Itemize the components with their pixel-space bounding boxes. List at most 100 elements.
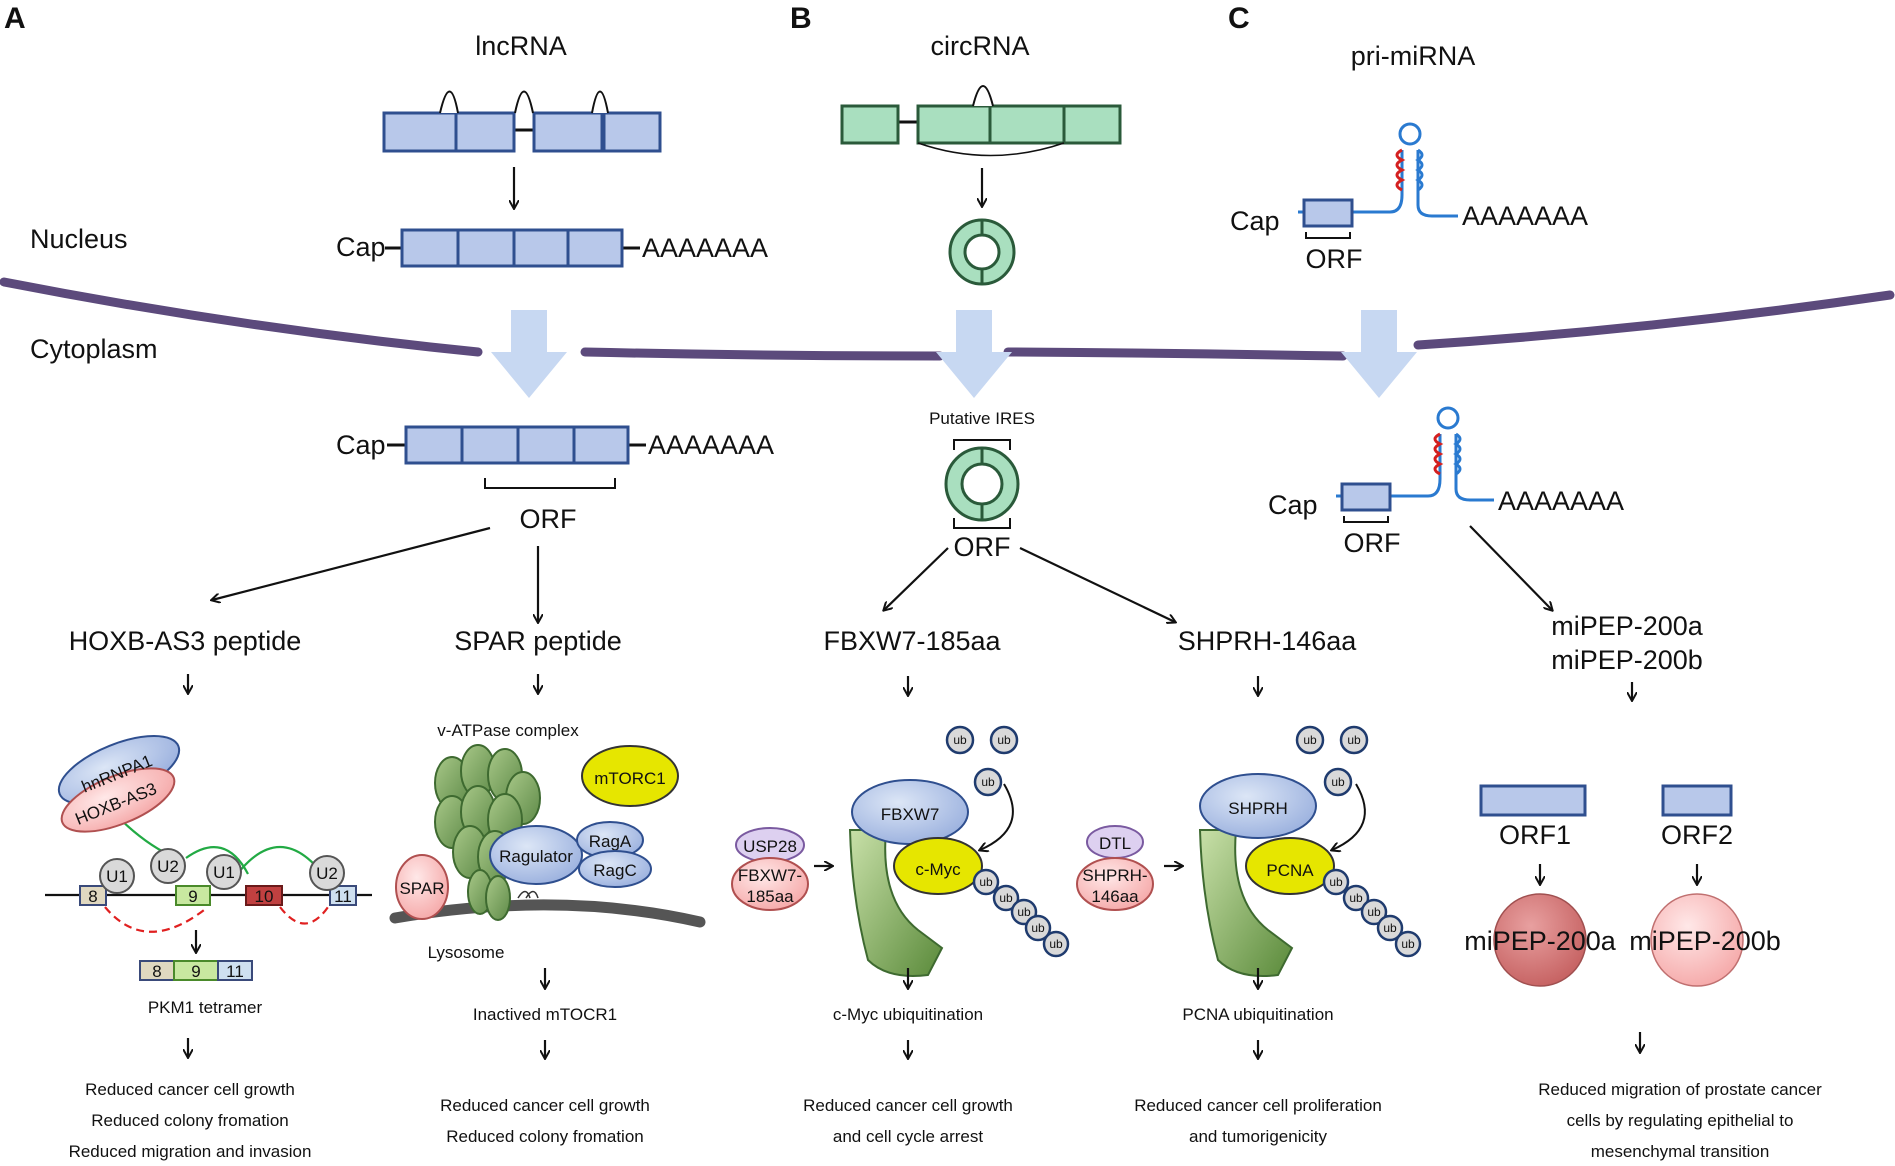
outcome-b1-line1: Reduced cancer cell growth — [803, 1096, 1013, 1115]
pcna-label: PCNA — [1266, 861, 1314, 880]
orf1-box — [1479, 784, 1587, 817]
ub-text: ub — [1383, 921, 1397, 935]
outcome-c-line2: cells by regulating epithelial to — [1567, 1111, 1794, 1130]
mipep-200b-label: miPEP-200b — [1551, 645, 1703, 675]
ub-transfer-arrow-2 — [1332, 783, 1366, 850]
ub-text: ub — [979, 875, 993, 889]
ub-text: ub — [999, 891, 1013, 905]
cap-label-a2: Cap — [336, 430, 386, 460]
outcome-c-line1: Reduced migration of prostate cancer — [1538, 1080, 1822, 1099]
arrow-to-hoxb — [212, 526, 491, 600]
hoxb-as3-blob — [60, 767, 176, 833]
exon-11-label: 11 — [334, 887, 352, 906]
arrow-to-mipep — [1469, 525, 1552, 610]
u1-label-2: U1 — [213, 863, 235, 882]
orf1-label: ORF1 — [1499, 820, 1571, 850]
ragulator-anchor — [517, 890, 539, 899]
cmyc-blob — [893, 837, 983, 895]
ub-text: ub — [1303, 733, 1317, 747]
orf-label-b: ORF — [954, 532, 1011, 562]
mtorc1-label: mTORC1 — [594, 769, 665, 788]
ragulator-label: Ragulator — [499, 847, 573, 866]
arrow-to-fbxw7 — [884, 547, 949, 610]
dtl-label: DTL — [1099, 834, 1131, 853]
outcome-c-line3: mesenchymal transition — [1591, 1142, 1770, 1161]
pkm1-exon-8: 8 — [152, 962, 161, 981]
ub-text: ub — [1031, 921, 1045, 935]
u2-label-1: U2 — [157, 857, 179, 876]
exon-8-label: 8 — [88, 887, 97, 906]
mipep-200a-label: miPEP-200a — [1551, 611, 1704, 641]
circrna-nuclear — [948, 218, 1016, 286]
shprh-146aa-label: SHPRH-146aa — [1178, 626, 1358, 656]
shprh-blob — [1199, 773, 1317, 839]
cytoplasm-label: Cytoplasm — [30, 334, 158, 364]
export-arrows — [491, 310, 1417, 398]
ub-transfer-arrow-1 — [980, 783, 1014, 850]
outcome-a2-line1: Reduced cancer cell growth — [440, 1096, 650, 1115]
cap-label-c1: Cap — [1230, 206, 1280, 236]
shprh-146aa-blob — [1076, 857, 1154, 911]
title-pri-mirna: pri-miRNA — [1351, 41, 1476, 71]
panel-letter-a: A — [4, 2, 26, 35]
ragc-blob — [578, 850, 652, 888]
ub-text: ub — [997, 733, 1011, 747]
polya-label-c1: AAAAAAA — [1462, 201, 1588, 231]
mipep-200b-blob — [1650, 893, 1744, 987]
ub-text: ub — [1329, 875, 1343, 889]
ub-text: ub — [1347, 733, 1361, 747]
lysosome-label: Lysosome — [428, 943, 505, 962]
title-lncrna: lncRNA — [475, 31, 567, 61]
orf-label-c2: ORF — [1344, 528, 1401, 558]
outcome-a1-line2: Reduced colony fromation — [91, 1111, 289, 1130]
exon-10-label: 10 — [255, 887, 274, 906]
mipep-200b-blob-label: miPEP-200b — [1629, 926, 1781, 956]
raga-label: RagA — [589, 832, 632, 851]
pkm1-exon-11: 11 — [226, 962, 244, 981]
spar-blob — [395, 854, 449, 920]
shprh-146aa-small-2: 146aa — [1091, 887, 1139, 906]
panel-letter-c: C — [1228, 2, 1250, 35]
lncrna-mature-nuclear — [385, 228, 640, 268]
spar-label: SPAR — [399, 879, 444, 898]
inactive-mtorc1-label: Inactived mTOCR1 — [473, 1005, 617, 1024]
ub-text: ub — [981, 775, 995, 789]
cap-label-a1: Cap — [336, 232, 386, 262]
putative-ires-label: Putative IRES — [929, 409, 1035, 428]
pkm1-mrna — [139, 960, 253, 981]
outcome-a1-line3: Reduced migration and invasion — [69, 1142, 312, 1161]
arrow-to-shprh — [1019, 547, 1175, 622]
circrna-cytoplasm — [944, 439, 1020, 529]
fbxw7-185aa-small-2: 185aa — [746, 887, 794, 906]
fbxw7-185aa-label: FBXW7-185aa — [823, 626, 1001, 656]
orf2-box — [1661, 784, 1733, 817]
cap-label-c2: Cap — [1268, 490, 1318, 520]
shprh-146aa-small-1: SHPRH- — [1082, 866, 1147, 885]
mipep-200a-blob — [1493, 893, 1587, 987]
ub-text: ub — [1049, 937, 1063, 951]
pcna-blob — [1245, 837, 1335, 895]
pri-mirna-nuclear — [1298, 122, 1458, 239]
outcome-b2-line2: and tumorigenicity — [1189, 1127, 1327, 1146]
ub-cluster-1 — [945, 725, 1070, 958]
outcome-b1-line2: and cell cycle arrest — [833, 1127, 984, 1146]
pkm1-exon-9: 9 — [191, 962, 200, 981]
fbxw7-185aa-blob — [731, 857, 809, 911]
orf-label-c1: ORF — [1306, 244, 1363, 274]
mtorc1-blob — [581, 745, 679, 807]
ragc-label: RagC — [593, 861, 636, 880]
nuclear-membrane — [0, 277, 1895, 361]
pri-mirna-cytoplasm — [1336, 406, 1494, 523]
orf-label-a: ORF — [520, 504, 577, 534]
ub-text: ub — [1401, 937, 1415, 951]
cmyc-ubiquitination-label: c-Myc ubiquitination — [833, 1005, 983, 1024]
mipep-200a-blob-label: miPEP-200a — [1464, 926, 1617, 956]
u1-label-1: U1 — [106, 867, 128, 886]
outcome-b2-line1: Reduced cancer cell proliferation — [1134, 1096, 1382, 1115]
ub-text: ub — [953, 733, 967, 747]
fbxw7-label: FBXW7 — [881, 805, 940, 824]
polya-label-a2: AAAAAAA — [648, 430, 774, 460]
shprh-label: SHPRH — [1228, 799, 1288, 818]
outcome-a1-line1: Reduced cancer cell growth — [85, 1080, 295, 1099]
